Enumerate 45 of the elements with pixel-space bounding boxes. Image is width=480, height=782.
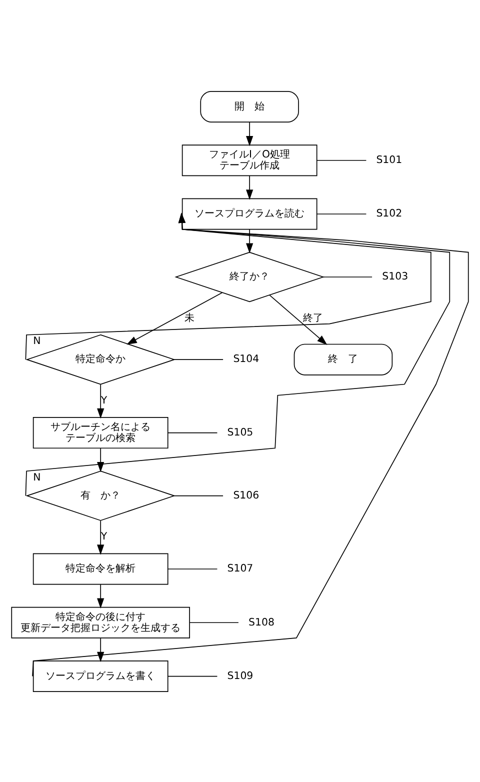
arrow [246,121,254,146]
connector [189,622,239,623]
edge-label: Y [100,395,108,406]
node-box: 終 了 [294,343,393,375]
arrow [246,228,254,253]
node-box: ソースプログラムを書く [32,660,168,692]
arrow [32,212,469,676]
node-text: S109 [227,670,254,682]
connector [322,276,372,277]
node-box: ソースプログラムを読む [182,198,318,230]
arrow [246,175,254,200]
node-text: S101 [376,154,402,166]
arrow [25,212,432,360]
node-box: 特定命令の後に付す 更新データ把握ロジックを生成する [11,606,190,638]
node-box: ファイルI／O処理 テーブル作成 [182,144,318,176]
node-box: 特定命令を解析 [32,552,168,584]
arrow [97,384,104,418]
node-text: S105 [227,426,254,438]
connector [174,494,224,496]
edge-label: Y [100,531,108,542]
node-text: S102 [376,208,402,220]
arrow [126,292,223,344]
node-box: サブルーチン名による テーブルの検索 [32,416,168,448]
edge-label: N [33,472,41,483]
edge-label: N [33,336,41,347]
arrow [97,584,104,608]
node-diamond: 終了か？ [174,251,325,302]
arrow [269,294,328,344]
node-box: 開 始 [200,90,299,122]
node-text: S108 [248,616,274,628]
connector [316,159,367,160]
edge-label: 終了 [303,312,323,324]
node-text: S107 [227,563,254,574]
edge-label: 未 [184,312,195,324]
node-text: S103 [382,271,408,282]
node-text: S104 [233,354,260,365]
connector [174,358,224,360]
node-text: S106 [233,490,260,501]
arrow [97,447,104,472]
connector [316,213,367,214]
connector [168,568,218,569]
connector [168,675,218,676]
arrow [97,520,104,554]
arrow [25,212,450,496]
connector [168,432,218,433]
